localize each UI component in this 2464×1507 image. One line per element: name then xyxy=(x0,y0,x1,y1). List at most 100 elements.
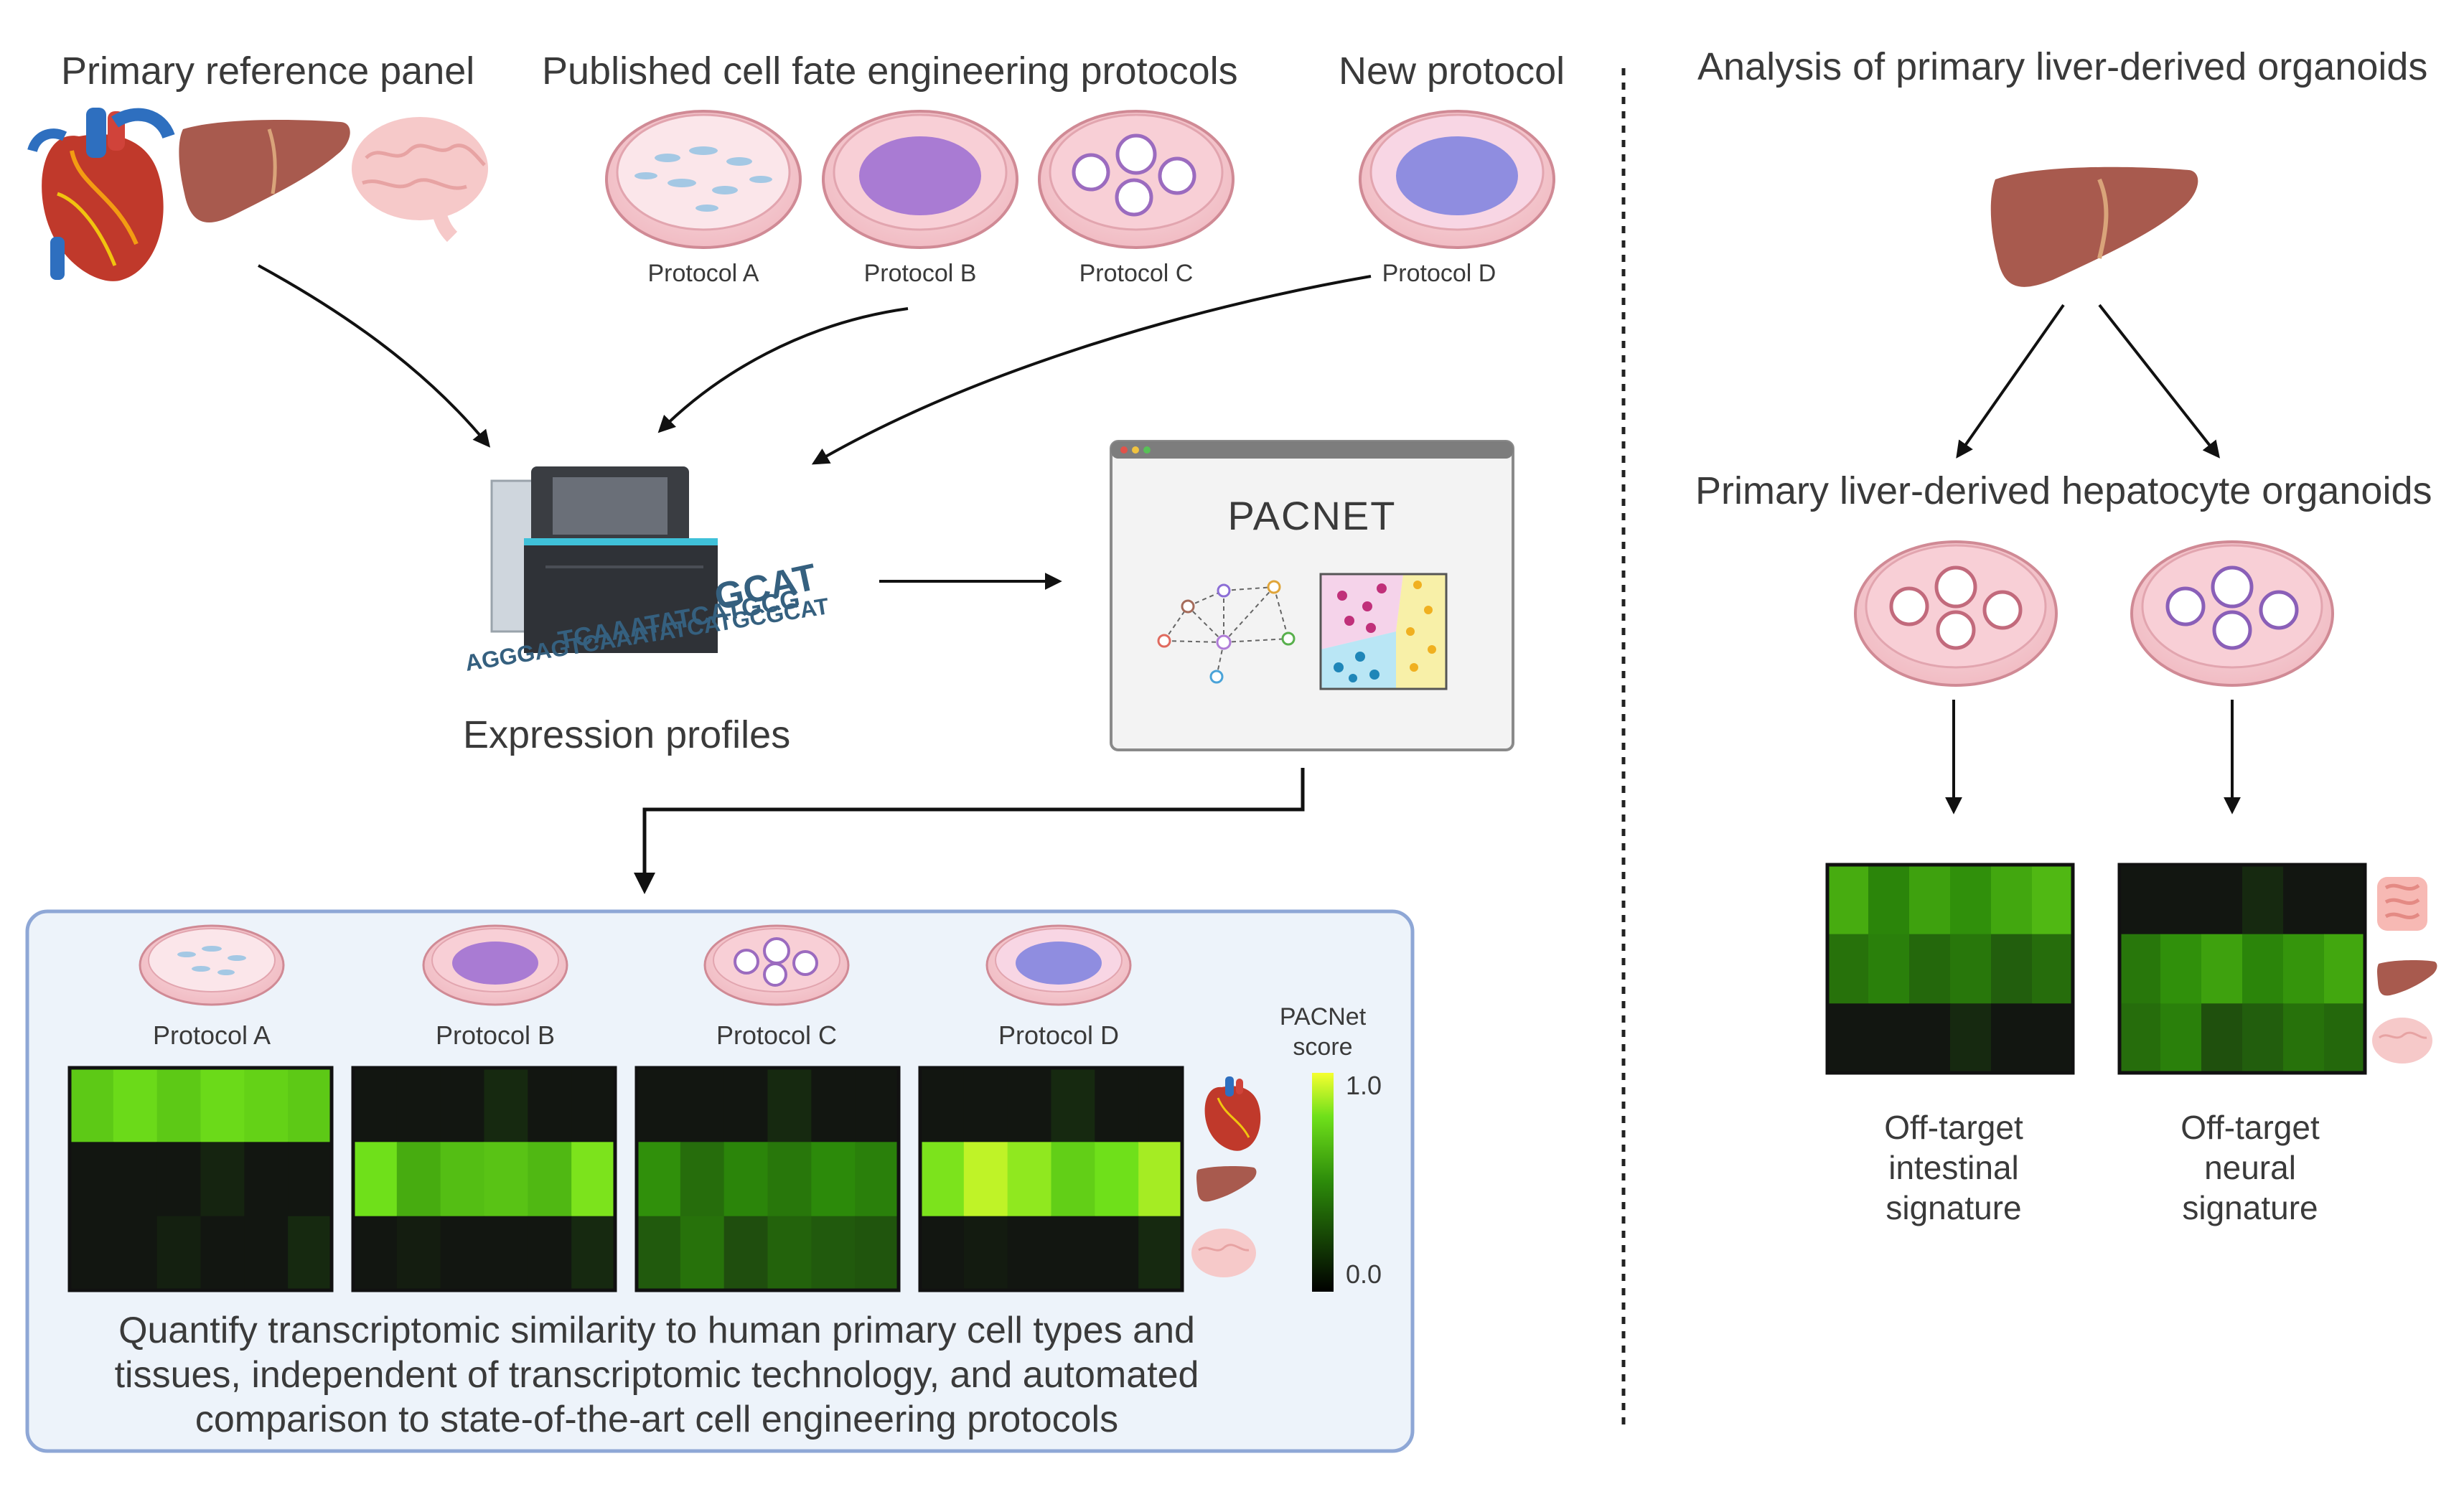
heart-icon-small xyxy=(1204,1076,1261,1151)
heatmap-cell xyxy=(2119,865,2161,935)
heatmap-cell xyxy=(1991,865,2033,935)
heatmap-cell xyxy=(528,1216,572,1291)
heatmap-border xyxy=(351,1066,617,1292)
heatmap-cell xyxy=(244,1068,289,1142)
heatmap-cell xyxy=(1827,865,1869,935)
heatmap-cell xyxy=(1909,865,1951,935)
heatmap-cell xyxy=(288,1068,332,1142)
dish-small-protocol-a xyxy=(139,924,285,1006)
heatmap-cell xyxy=(920,1142,965,1217)
heatmap-cell xyxy=(723,1216,768,1291)
heatmap-cell xyxy=(963,1216,1008,1291)
sequencer-icon xyxy=(490,466,718,653)
heatmap-cell xyxy=(1138,1216,1183,1291)
heatmap-cell xyxy=(2324,934,2366,1004)
heatmap-cell xyxy=(1868,865,1910,935)
heatmap-cell xyxy=(288,1142,332,1217)
heatmap-cell xyxy=(1138,1068,1183,1142)
heading-analysis: Analysis of primary liver-derived organo… xyxy=(1697,45,2428,88)
heatmap-cell xyxy=(244,1216,289,1291)
heatmap-cell xyxy=(200,1068,245,1142)
heatmap-cell xyxy=(855,1216,899,1291)
panel-description-line2: tissues, independent of transcriptomic t… xyxy=(114,1354,1199,1396)
heatmap-cell xyxy=(1007,1216,1051,1291)
liver-icon-small xyxy=(1196,1166,1257,1202)
heatmap-cell xyxy=(767,1068,812,1142)
offtarget-intestinal-line3: signature xyxy=(1886,1189,2022,1226)
pacnet-title: PACNET xyxy=(1228,493,1397,538)
panel-description-line3: comparison to state-of-the-art cell engi… xyxy=(195,1399,1119,1440)
heatmap-cell xyxy=(1950,865,1992,935)
heatmap-cell xyxy=(680,1216,725,1291)
label-protocol-a: Protocol A xyxy=(647,260,759,287)
heatmap-border xyxy=(67,1066,334,1292)
heatmap-cell xyxy=(244,1142,289,1217)
offtarget-neural-line2: neural xyxy=(2204,1149,2296,1186)
heatmap-cell xyxy=(920,1068,965,1142)
label-offtarget-intestinal: Off-target intestinal signature xyxy=(1846,1107,2061,1228)
heatmap-cell xyxy=(2032,934,2074,1004)
heatmap-cell xyxy=(571,1216,616,1291)
heatmap-cell xyxy=(2119,934,2161,1004)
heatmap-cell xyxy=(2283,1003,2325,1074)
heatmap-cell xyxy=(811,1216,856,1291)
heatmap-cell xyxy=(484,1216,528,1291)
heatmap-cell xyxy=(1051,1068,1095,1142)
heatmap-cell xyxy=(1868,1003,1910,1074)
heatmap-border xyxy=(2117,863,2367,1075)
heatmap-cell xyxy=(680,1142,725,1217)
label-small-protocol-a: Protocol A xyxy=(152,1020,271,1050)
arrow-liver-to-organoid-1 xyxy=(1956,304,2065,459)
heatmap-cell xyxy=(2201,934,2243,1004)
heatmap-cell xyxy=(723,1142,768,1217)
label-protocol-c: Protocol C xyxy=(1079,260,1194,287)
dish-small-protocol-d xyxy=(985,924,1132,1006)
pacnet-window xyxy=(1110,440,1514,751)
heatmap-cell xyxy=(70,1142,114,1217)
brain-icon-small xyxy=(1191,1229,1256,1277)
brain-icon xyxy=(352,117,488,243)
heatmap-cell xyxy=(113,1216,158,1291)
heatmap-cell xyxy=(2283,865,2325,935)
colour-scale-bar xyxy=(1312,1073,1334,1292)
heatmap-cell xyxy=(1909,1003,1951,1074)
dish-small-protocol-b xyxy=(422,924,568,1006)
arrow-panel-to-sequencer xyxy=(258,264,491,448)
heatmap-cell xyxy=(680,1068,725,1142)
heatmap-cell xyxy=(1909,934,1951,1004)
dish-small-protocol-c xyxy=(703,924,850,1006)
heatmap-cell xyxy=(855,1068,899,1142)
scale-title-line1: PACNet xyxy=(1280,1003,1367,1031)
heatmap-cell xyxy=(2160,934,2202,1004)
heatmap-cell xyxy=(1007,1142,1051,1217)
liver-icon xyxy=(179,120,350,222)
heatmap-intestinal xyxy=(1825,863,2075,1075)
label-offtarget-neural: Off-target neural signature xyxy=(2142,1107,2358,1228)
label-expression-profiles: Expression profiles xyxy=(463,713,791,756)
brain-icon-small-right xyxy=(2372,1018,2432,1064)
heatmap-cell xyxy=(528,1142,572,1217)
heatmap-cell xyxy=(440,1068,484,1142)
offtarget-neural-line3: signature xyxy=(2182,1189,2318,1226)
classifier-plot-icon xyxy=(1319,573,1448,690)
label-protocol-d: Protocol D xyxy=(1382,260,1496,287)
scale-min-label: 0.0 xyxy=(1346,1259,1382,1289)
heatmap-cell xyxy=(2032,1003,2074,1074)
heatmap-cell xyxy=(2160,1003,2202,1074)
heatmap-cell xyxy=(528,1068,572,1142)
heatmap-cell xyxy=(156,1216,201,1291)
dish-organoid-2 xyxy=(2130,540,2334,687)
heatmap-cell xyxy=(637,1068,681,1142)
offtarget-intestinal-line2: intestinal xyxy=(1888,1149,2019,1186)
arrow-liver-to-organoid-2 xyxy=(2098,304,2220,459)
heatmap-cell xyxy=(396,1216,441,1291)
heatmap-cell xyxy=(2160,865,2202,935)
heatmap-protocol-c xyxy=(634,1066,901,1292)
heatmap-cell xyxy=(288,1216,332,1291)
heatmap-cell xyxy=(1827,934,1869,1004)
heart-icon xyxy=(27,108,175,281)
heatmap-cell xyxy=(767,1216,812,1291)
heatmap-cell xyxy=(1095,1216,1139,1291)
heatmap-cell xyxy=(637,1216,681,1291)
offtarget-neural-line1: Off-target xyxy=(2180,1109,2320,1146)
